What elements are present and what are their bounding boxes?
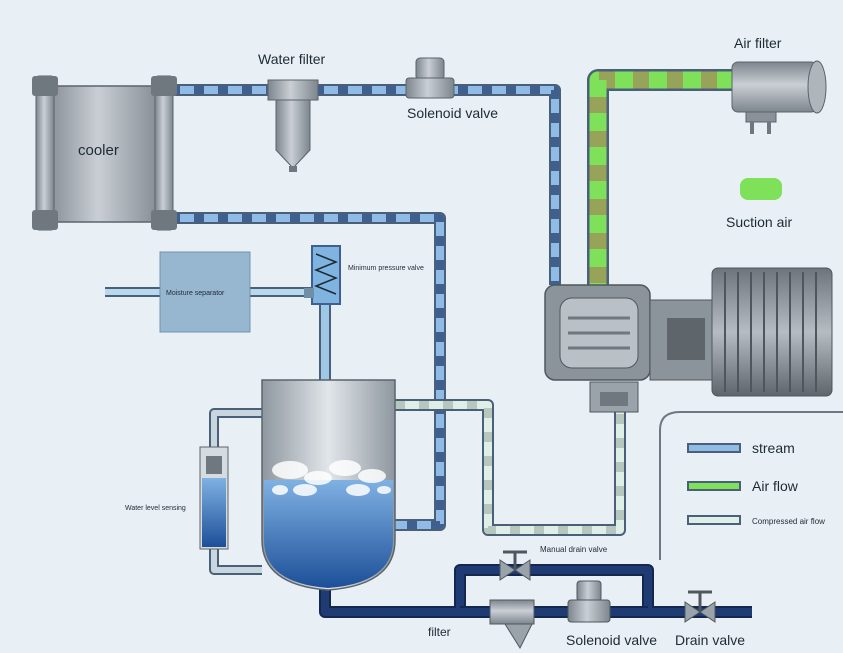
- water-filter: Water filter: [258, 51, 325, 172]
- minimum-pressure-valve-label: Minimum pressure valve: [348, 265, 424, 272]
- water-level-sensing-label: Water level sensing: [125, 505, 186, 512]
- level-sensing-pipe: [209, 408, 262, 575]
- filter-label: filter: [428, 625, 451, 639]
- legend-air-flow-label: Air flow: [752, 478, 799, 494]
- moisture-separator-label: Moisture separator: [166, 290, 225, 297]
- cooler-label: cooler: [78, 142, 119, 159]
- legend: stream Air flow Compressed air flow: [659, 411, 843, 560]
- drain-valve: Drain valve: [675, 590, 745, 648]
- air-filter-label: Air filter: [734, 35, 782, 51]
- separator-tank: [261, 379, 396, 591]
- water-filter-label: Water filter: [258, 51, 325, 67]
- water-level-sensor: Water level sensing: [125, 446, 229, 550]
- compressed-air-pipe: [395, 399, 626, 536]
- legend-stream-label: stream: [752, 440, 795, 456]
- legend-compressed-air-label: Compressed air flow: [752, 517, 825, 526]
- moisture-separator: Moisture separator: [159, 251, 251, 333]
- manual-drain-valve-label: Manual drain valve: [540, 545, 608, 554]
- compressor: [544, 284, 651, 413]
- drain-filter: filter: [428, 599, 535, 650]
- suction-air: Suction air: [726, 178, 792, 230]
- legend-item-compressed-air: Compressed air flow: [687, 515, 825, 526]
- suction-air-label: Suction air: [726, 214, 792, 230]
- legend-item-air-flow: Air flow: [687, 478, 799, 494]
- air-flow-pipe: [587, 69, 735, 292]
- legend-item-stream: stream: [687, 440, 795, 456]
- solenoid-valve-bottom-label: Solenoid valve: [566, 632, 657, 648]
- cooler: cooler: [32, 75, 177, 231]
- solenoid-valve-top-label: Solenoid valve: [407, 105, 498, 121]
- solenoid-valve-top: Solenoid valve: [405, 57, 498, 121]
- drain-valve-label: Drain valve: [675, 632, 745, 648]
- motor: [649, 267, 833, 397]
- air-filter: Air filter: [731, 35, 827, 134]
- minimum-pressure-valve: Minimum pressure valve: [304, 245, 424, 305]
- foam-bubbles: [272, 460, 391, 496]
- manual-drain-valve: Manual drain valve: [499, 545, 608, 581]
- solenoid-valve-bottom: Solenoid valve: [566, 580, 657, 648]
- stream-pipe-return: [170, 212, 446, 531]
